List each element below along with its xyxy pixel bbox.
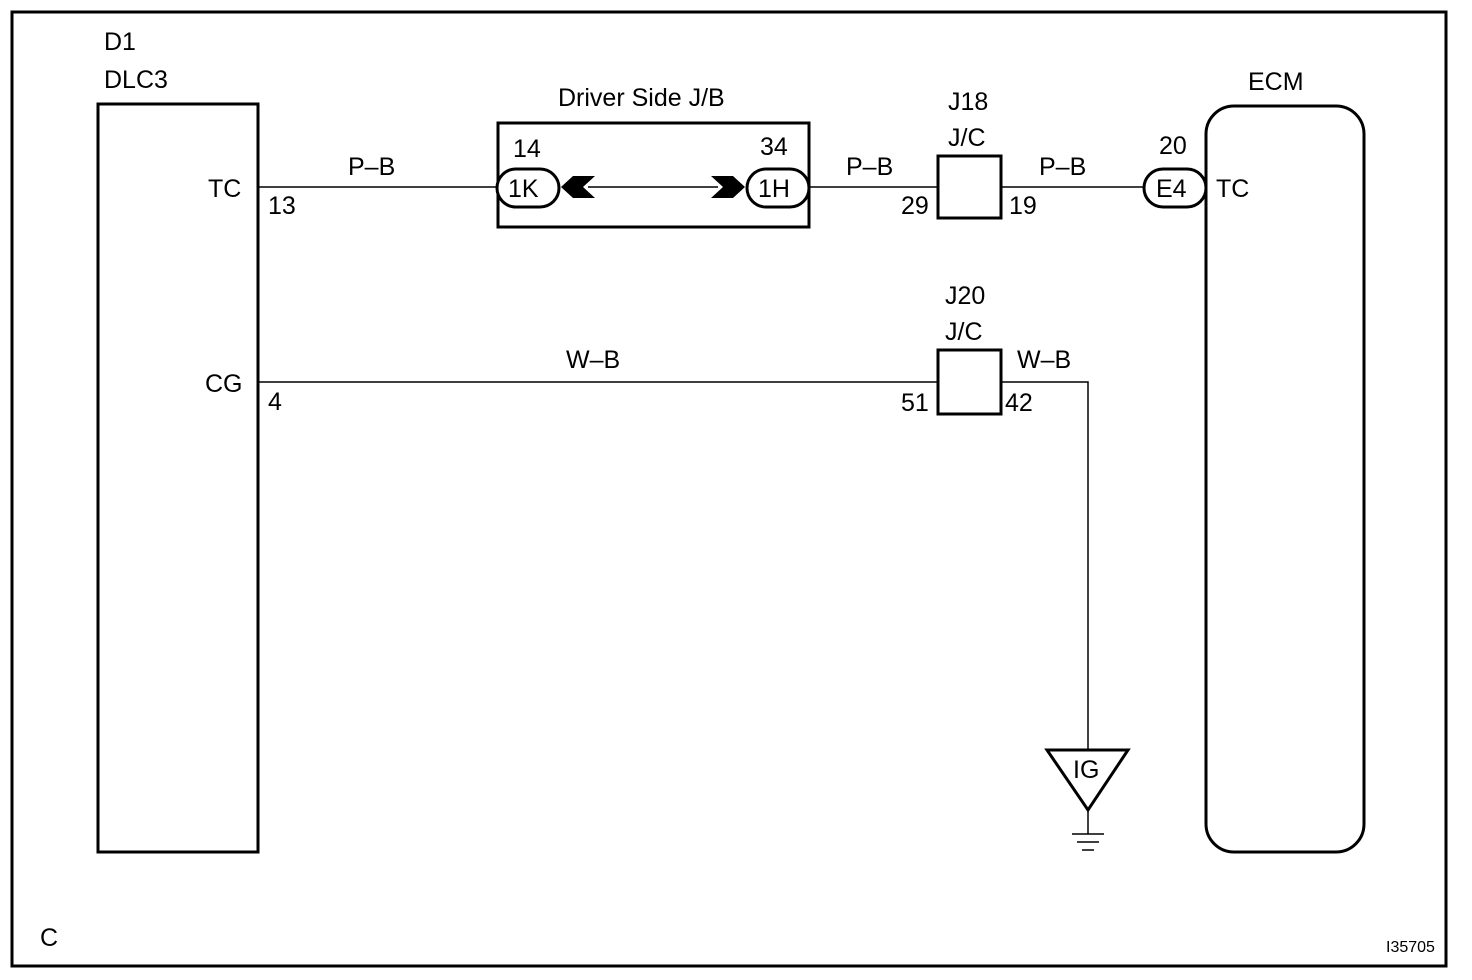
- ecm-name: ECM: [1248, 68, 1304, 96]
- wire-tc-color-1: P–B: [348, 153, 395, 181]
- j18-pin-in: 29: [901, 192, 929, 220]
- ecm-connector-e4-label: E4: [1156, 175, 1187, 203]
- ecm-pin-name: TC: [1216, 175, 1249, 203]
- j20-pin-out: 42: [1005, 389, 1033, 417]
- jb-connector-1h-label: 1H: [758, 175, 790, 203]
- jb-connector-1k: [495, 167, 561, 209]
- j18-pin-out: 19: [1009, 192, 1037, 220]
- wire-tc-color-3: P–B: [1039, 153, 1086, 181]
- j20-block: [936, 348, 1003, 416]
- jb-title: Driver Side J/B: [558, 84, 725, 112]
- jb-left-pin: 14: [513, 135, 541, 163]
- wire-cg-color-1: W–B: [566, 346, 620, 374]
- corner-label: C: [40, 924, 58, 952]
- wire-cg-j20-to-ground: [1001, 381, 1089, 750]
- dlc3-pin-cg-number: 4: [268, 388, 282, 416]
- ecm-pin-number: 20: [1159, 132, 1187, 160]
- ecm-block: [1204, 104, 1366, 854]
- j18-block: [936, 154, 1003, 220]
- jb-right-arrow-marker: [711, 176, 745, 198]
- jb-connector-1h: [745, 167, 811, 209]
- dlc3-name: DLC3: [104, 66, 168, 94]
- wire-cg-color-2: W–B: [1017, 346, 1071, 374]
- jb-left-arrow-marker: [561, 176, 595, 198]
- dlc3-pin-tc: TC: [208, 175, 241, 203]
- ground-icon: [1072, 833, 1104, 851]
- diagram-frame: [10, 10, 1448, 968]
- ecm-connector-e4: [1142, 167, 1208, 209]
- j20-type: J/C: [945, 318, 983, 346]
- dlc3-ref: D1: [104, 28, 136, 56]
- wire-tc-color-2: P–B: [846, 153, 893, 181]
- dlc3-block: [96, 102, 260, 854]
- j20-ref: J20: [945, 282, 985, 310]
- ground-point-label: IG: [1073, 756, 1099, 784]
- ground-point-triangle: [1044, 748, 1131, 813]
- jb-right-pin: 34: [760, 133, 788, 161]
- dlc3-pin-tc-number: 13: [268, 192, 296, 220]
- j18-ref: J18: [948, 88, 988, 116]
- dlc3-pin-cg: CG: [205, 370, 243, 398]
- j20-pin-in: 51: [901, 389, 929, 417]
- diagram-code: I35705: [1386, 939, 1435, 956]
- j18-type: J/C: [948, 124, 986, 152]
- jb-connector-1k-label: 1K: [508, 175, 539, 203]
